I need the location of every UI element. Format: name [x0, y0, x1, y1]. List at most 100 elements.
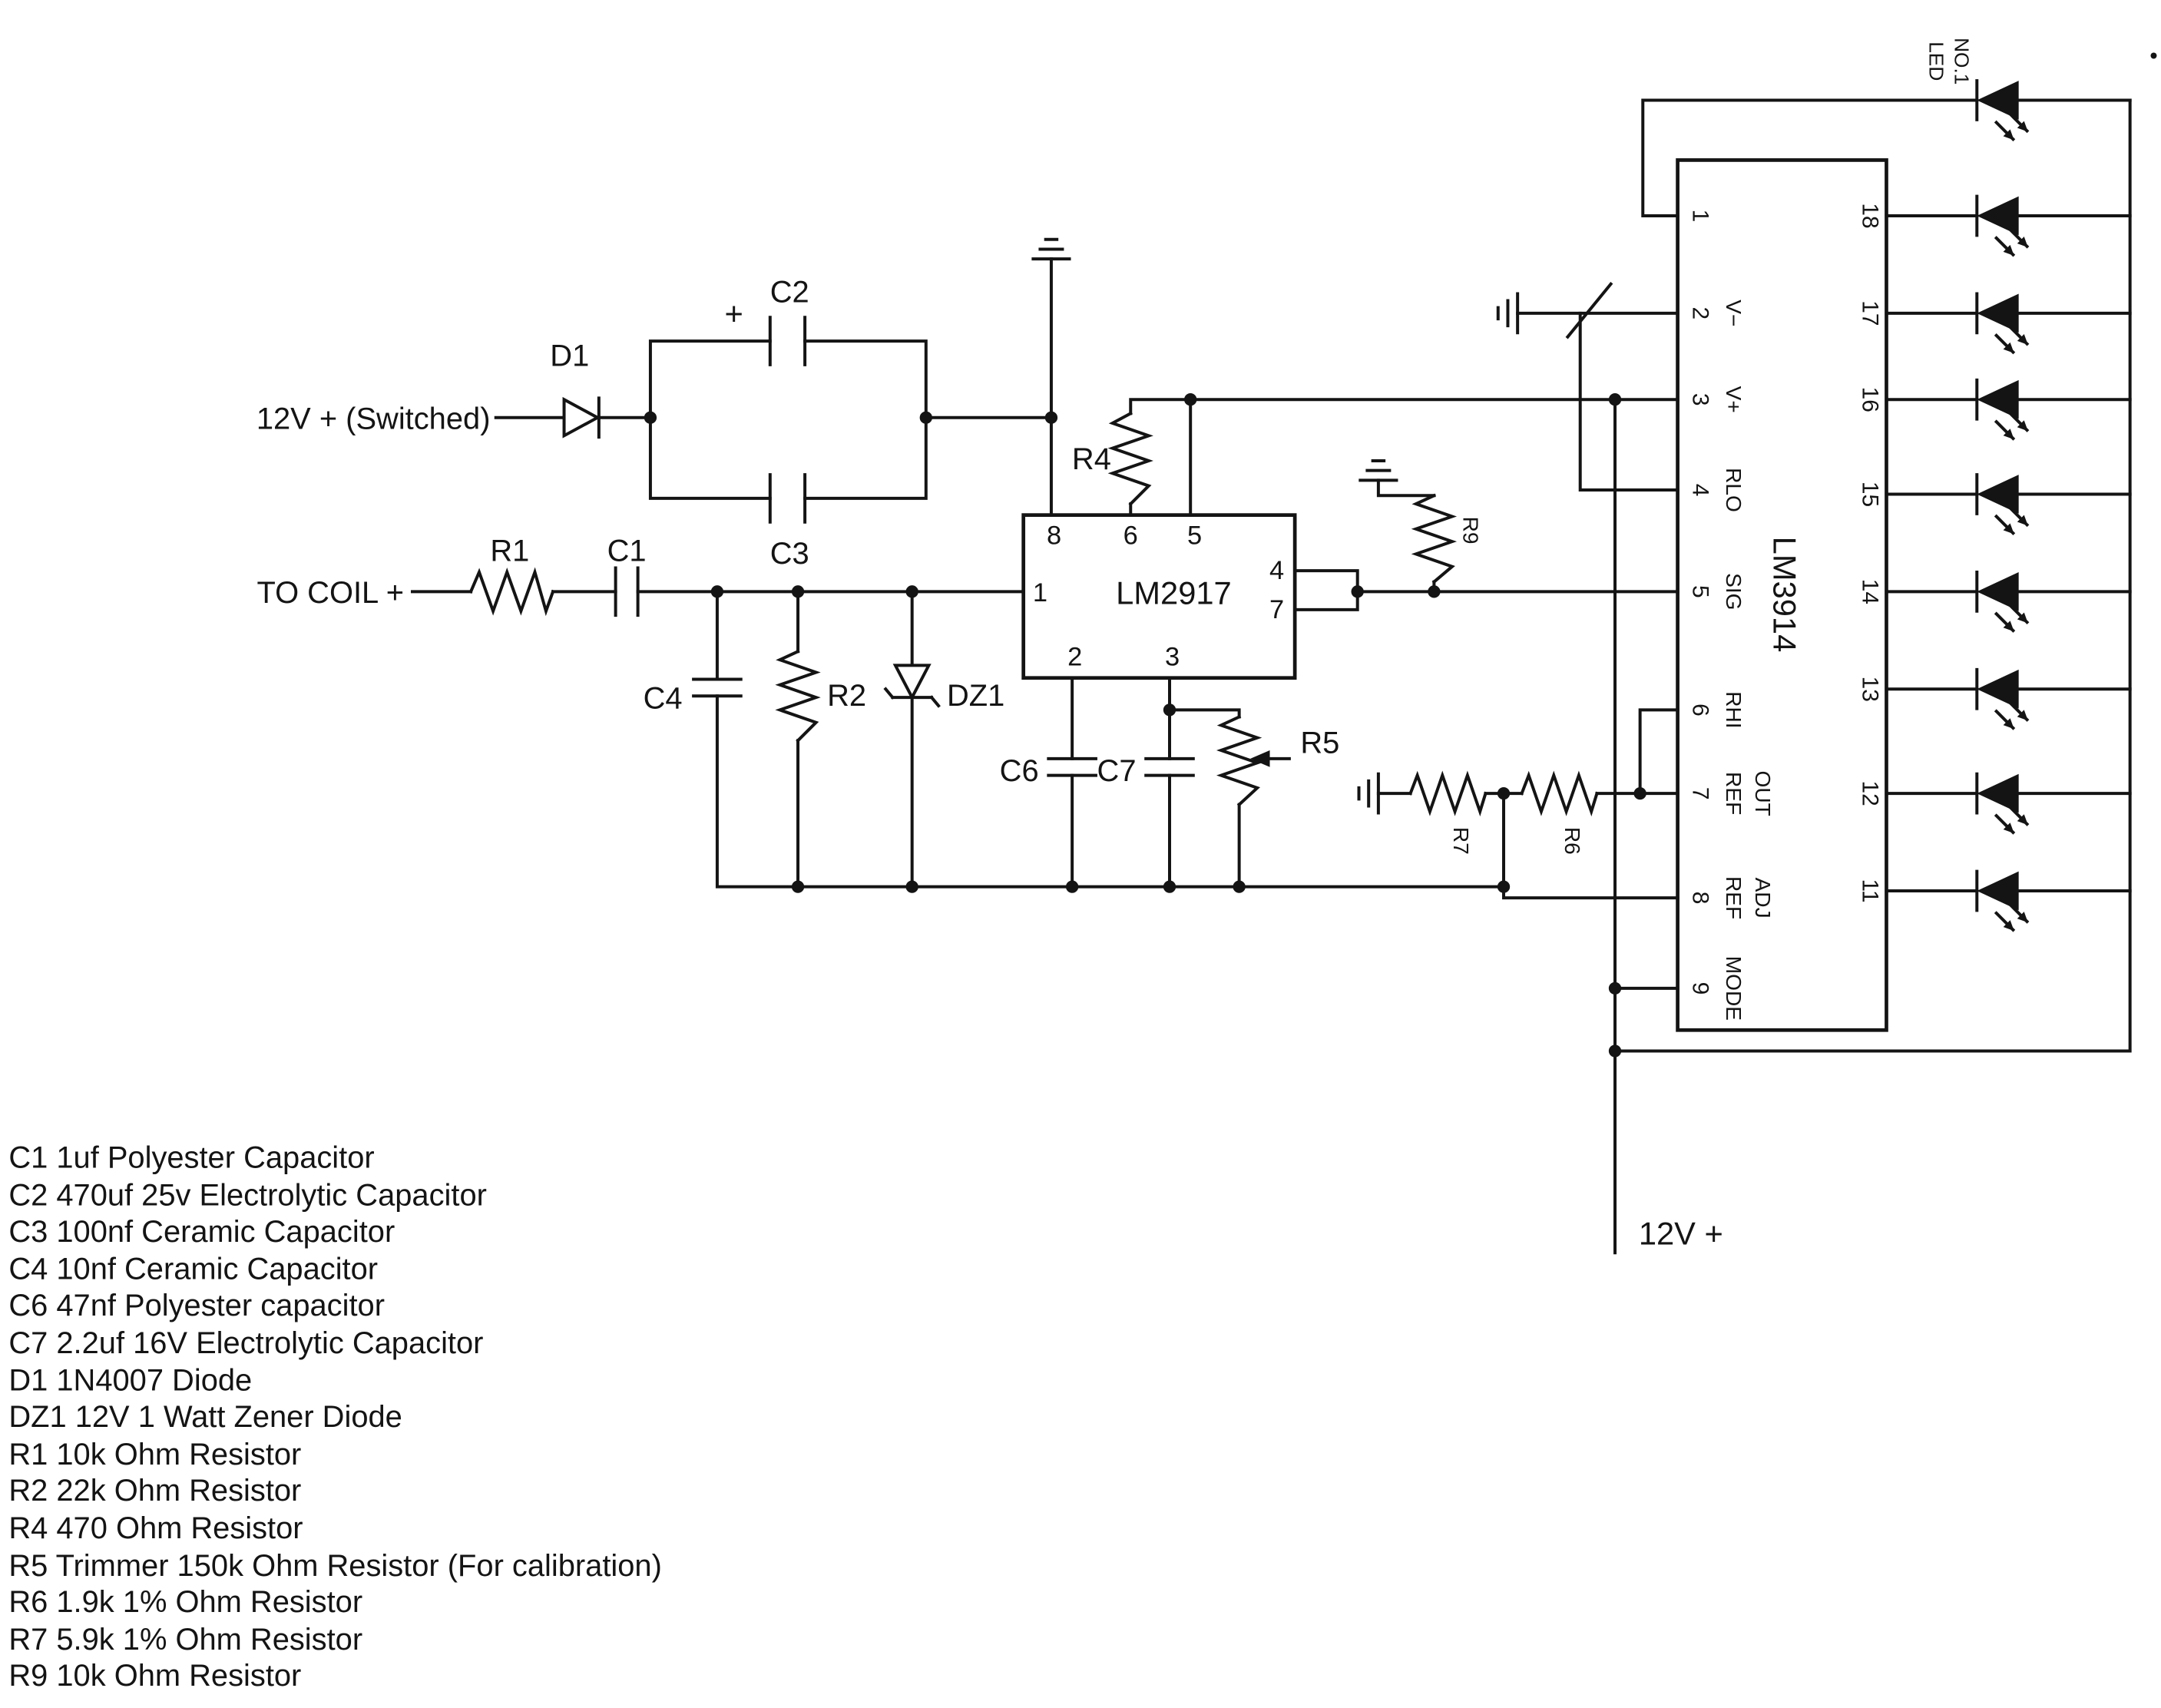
resistor-r4: [1107, 411, 1153, 506]
parts-list-item: R7 5.9k 1% Ohm Resistor: [8, 1623, 362, 1657]
led-array: [1613, 81, 2132, 1053]
led-pin14: [1977, 572, 2027, 631]
ic2-pin-label-sig: SIG: [1722, 573, 1746, 610]
capacitor-c2: [768, 316, 807, 366]
label-r9: R9: [1458, 517, 1482, 545]
resistor-r9: [1411, 493, 1458, 584]
parts-list-item: C3 100nf Ceramic Capacitor: [8, 1215, 395, 1249]
ic1-pin-8: 8: [1047, 521, 1061, 551]
label-c1: C1: [607, 534, 647, 568]
ic2-pin-num-8: 8: [1688, 892, 1713, 905]
led-1: [1977, 81, 2027, 139]
label-supply-switched: 12V + (Switched): [256, 402, 491, 435]
led-pin15: [1977, 475, 2027, 533]
resistor-r6: [1520, 770, 1599, 817]
led-pin12: [1977, 774, 2027, 832]
ic2-pin-label-refadj-2: ADJ: [1751, 878, 1775, 919]
ic2-pin-label-refout-2: OUT: [1751, 771, 1775, 816]
label-c7: C7: [1097, 754, 1137, 788]
ground-symbol-top: [1031, 237, 1071, 261]
vplus-rail-net: [1129, 398, 1679, 517]
capacitor-c4: [692, 677, 743, 698]
parts-list-item: C1 1uf Polyester Capacitor: [8, 1141, 374, 1175]
ic2-pin-num-17: 17: [1858, 300, 1883, 326]
label-r2: R2: [827, 679, 866, 713]
label-r1: R1: [490, 534, 529, 568]
ground-symbol-vminus: [1496, 292, 1520, 335]
capacitor-c7: [1144, 756, 1195, 777]
pump-output-net: [1071, 676, 1241, 889]
parts-list-item: C7 2.2uf 16V Electrolytic Capacitor: [8, 1326, 483, 1360]
ic1-pin-4: 4: [1269, 556, 1284, 585]
parts-list-item: C6 47nf Polyester capacitor: [8, 1289, 385, 1322]
label-c6: C6: [1000, 754, 1039, 788]
ic-lm3914-body: [1676, 158, 1888, 1032]
ic1-pin-6: 6: [1124, 521, 1138, 551]
ic1-pin-1: 1: [1033, 578, 1047, 607]
led-pin16: [1977, 380, 2027, 439]
stray-mark: [2150, 52, 2157, 59]
ic2-pin-label-rlo: RLO: [1722, 468, 1746, 512]
label-supply-main: 12V +: [1639, 1215, 1723, 1251]
label-r6: R6: [1560, 827, 1584, 855]
label-led-no1-line2: NO.1: [1950, 38, 1973, 84]
ic1-pin-7: 7: [1269, 595, 1284, 624]
label-r7: R7: [1449, 827, 1473, 855]
diode-d1: [562, 396, 601, 439]
resistor-r7: [1408, 770, 1488, 817]
parts-list-item: R6 1.9k 1% Ohm Resistor: [8, 1585, 362, 1619]
parts-list-item: D1 1N4007 Diode: [8, 1364, 252, 1398]
label-to-coil: TO COIL +: [256, 576, 404, 610]
parts-list-item: DZ1 12V 1 Watt Zener Diode: [8, 1400, 402, 1434]
ic2-pin-num-13: 13: [1858, 677, 1883, 702]
label-r4: R4: [1072, 442, 1111, 476]
filter-branches: [715, 590, 1506, 889]
capacitor-c3: [768, 473, 807, 524]
ic2-pin-num-16: 16: [1858, 387, 1883, 412]
label-d1: D1: [550, 339, 589, 373]
parts-list-item: R2 22k Ohm Resistor: [8, 1474, 301, 1508]
label-led-no1-line1: LED: [1925, 41, 1948, 81]
ic2-pin-num-11: 11: [1858, 879, 1883, 903]
led-pin13: [1977, 670, 2027, 728]
label-c3: C3: [770, 537, 809, 571]
ic2-pin-num-15: 15: [1858, 482, 1883, 507]
ic1-title: LM2917: [1116, 575, 1232, 611]
ic1-pin-5: 5: [1187, 521, 1202, 551]
ic2-pin-num-12: 12: [1858, 781, 1883, 806]
junction-dots: [644, 52, 2157, 1058]
capacitor-c1: [614, 566, 640, 617]
ic2-pin-num-18: 18: [1858, 203, 1883, 228]
ic2-pin-num-1: 1: [1688, 210, 1713, 223]
parts-list-item: R5 Trimmer 150k Ohm Resistor (For calibr…: [8, 1549, 662, 1583]
label-c2: C2: [770, 275, 809, 309]
ic2-pin-num-2: 2: [1688, 307, 1713, 320]
led-pin11: [1977, 872, 2027, 930]
ic-lm2917-text: 8 6 5 1 4 7 2 3 LM2917: [1033, 521, 1284, 672]
parts-list-item: C2 470uf 25v Electrolytic Capacitor: [8, 1179, 487, 1213]
wire-artifact-slash: [1565, 281, 1613, 339]
parts-list-item: R1 10k Ohm Resistor: [8, 1438, 301, 1471]
parts-list-item: C4 10nf Ceramic Capacitor: [8, 1253, 378, 1286]
label-dz1: DZ1: [947, 679, 1004, 713]
ic2-pin-num-9: 9: [1688, 982, 1713, 995]
led-pin17: [1977, 293, 2027, 352]
component-labels: 12V + (Switched) D1 + C2 C3 TO COIL + R1…: [256, 38, 1973, 1251]
ic2-pin-label-mode: MODE: [1722, 956, 1746, 1021]
ic2-pin-num-4: 4: [1688, 484, 1713, 497]
ic2-pin-label-refadj-1: REF: [1722, 876, 1746, 919]
zener-dz1: [883, 664, 941, 708]
ic2-pin-label-refout-1: REF: [1722, 772, 1746, 815]
ic1-pin-3: 3: [1165, 642, 1180, 671]
ic-lm2917-body: [1021, 513, 1297, 680]
ic-lm3914-text: LM3914 1 2 3 4 5 6 7 8 9 V− V+ RLO SIG R…: [1688, 203, 1883, 1021]
capacitor-c6: [1047, 756, 1097, 777]
ic2-pin-num-14: 14: [1858, 579, 1883, 604]
parts-list: C1 1uf Polyester Capacitor C2 470uf 25v …: [8, 1141, 662, 1693]
trimmer-r5: [1216, 714, 1291, 807]
ic1-pin-2: 2: [1067, 642, 1082, 671]
ic2-pin-num-6: 6: [1688, 703, 1713, 717]
ground-symbol-r7: [1357, 772, 1380, 815]
